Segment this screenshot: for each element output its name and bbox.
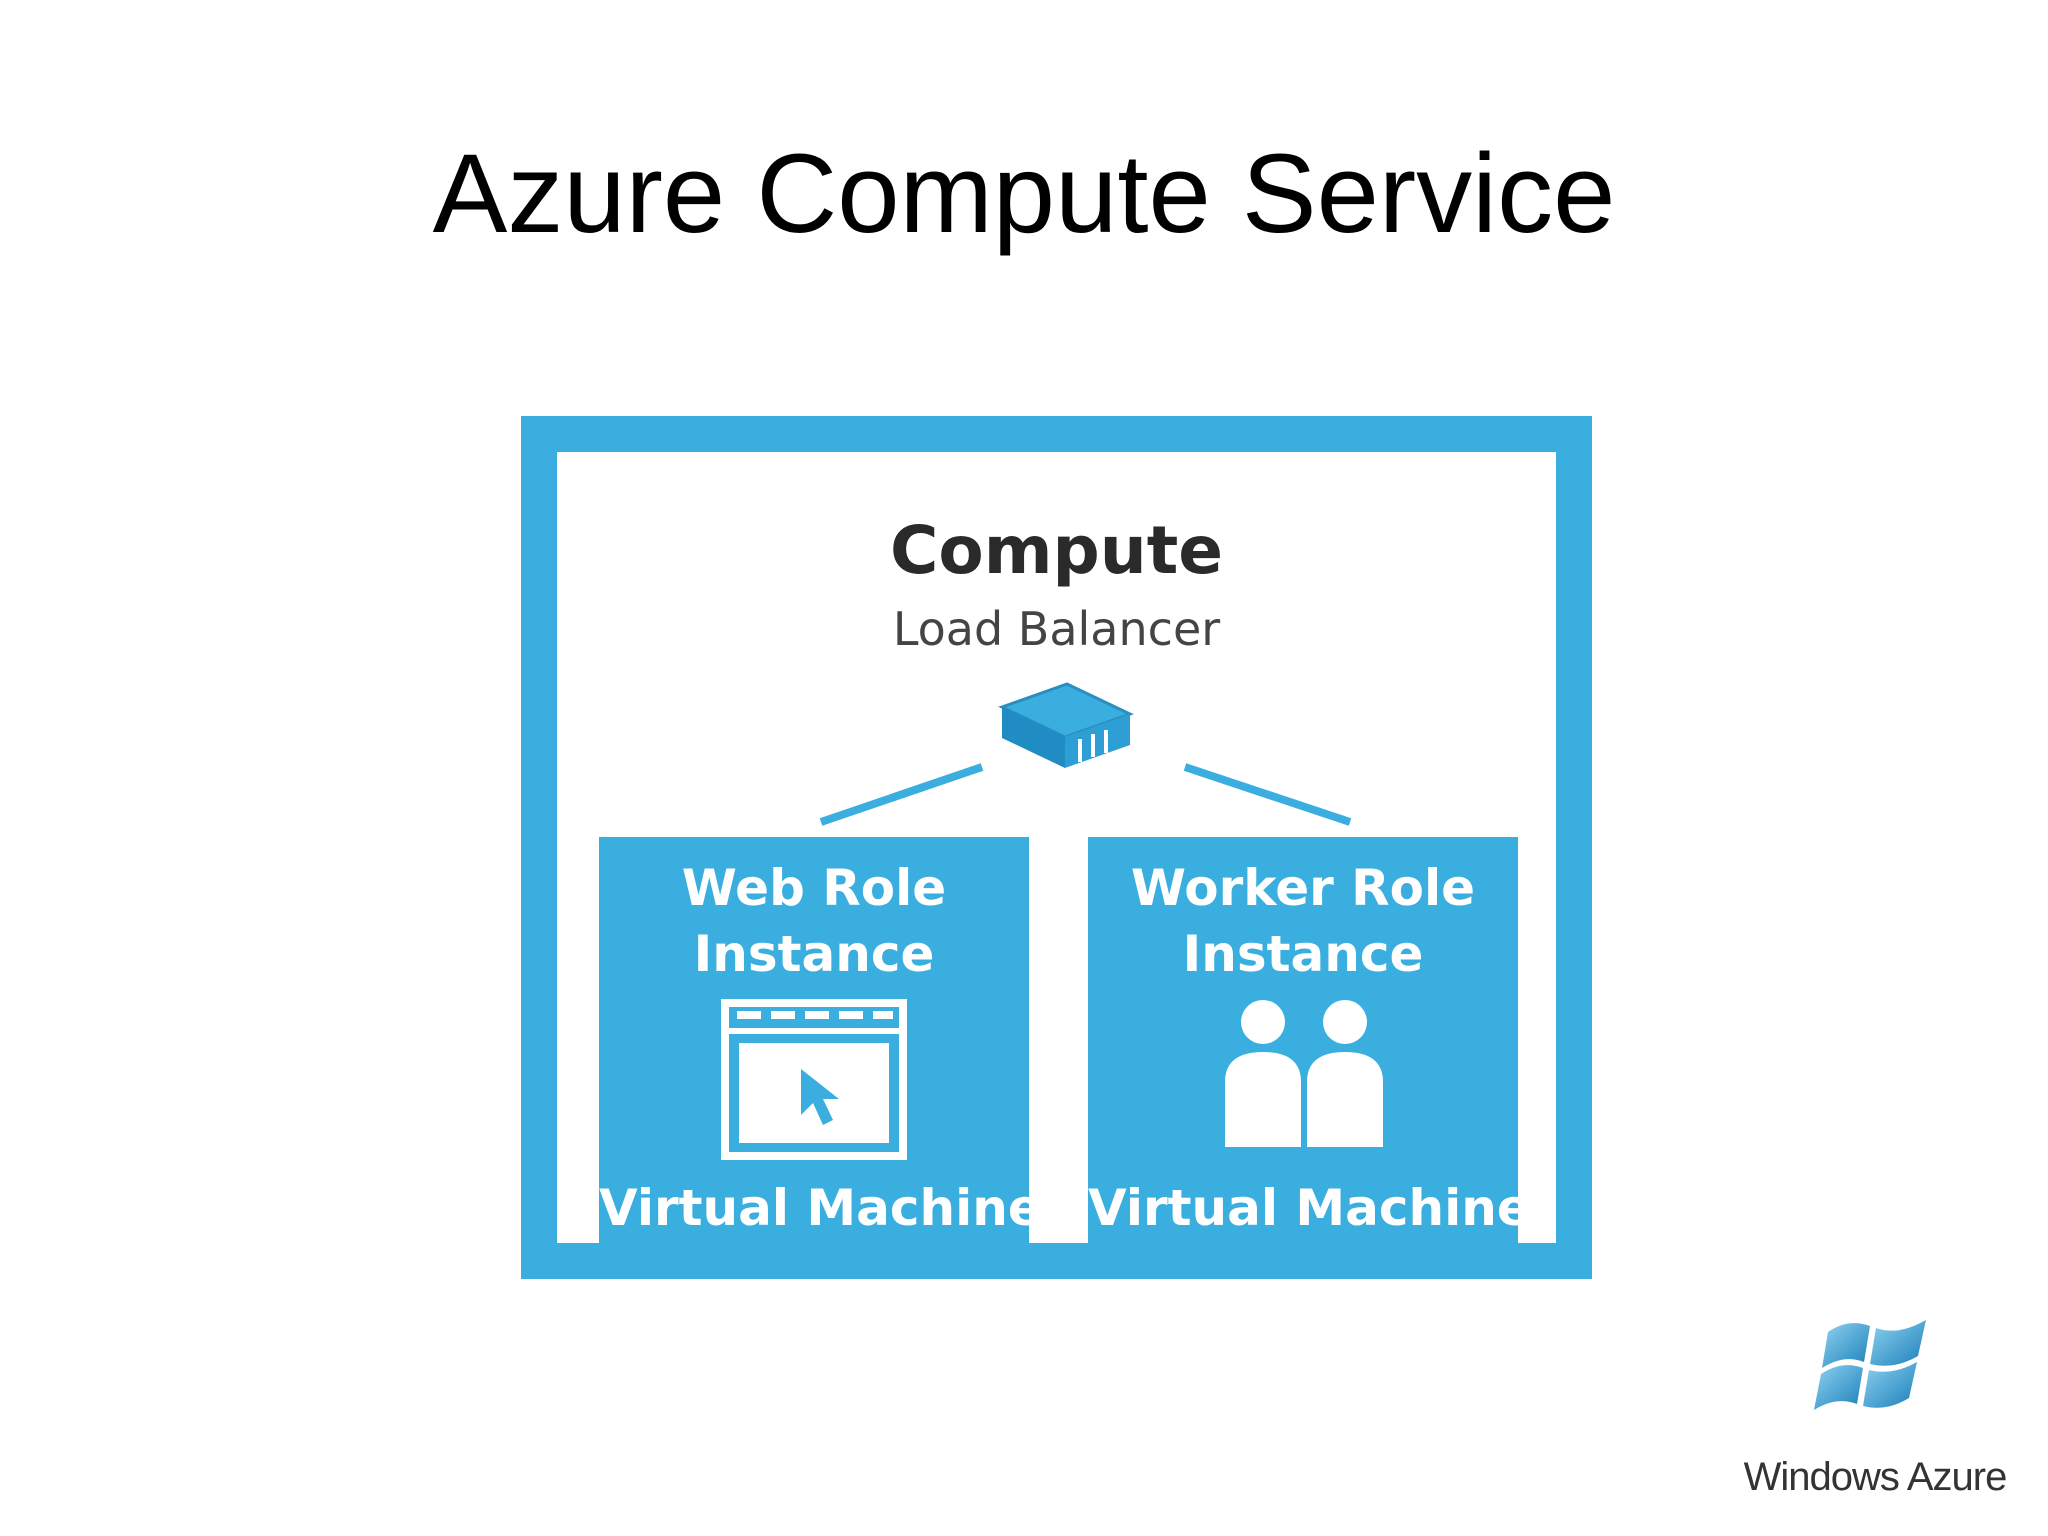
compute-title: Compute bbox=[889, 512, 1224, 589]
slide-title: Azure Compute Service bbox=[432, 131, 1616, 256]
windows-azure-logo: Windows Azure bbox=[1730, 1310, 2020, 1500]
connector-line-worker bbox=[1183, 763, 1352, 826]
compute-diagram: Compute Load Balancer Web Role Instance bbox=[521, 416, 1592, 1279]
users-icon bbox=[1225, 1000, 1383, 1147]
worker-role-title: Worker Role Instance bbox=[1130, 859, 1476, 983]
web-role-box: Web Role Instance Virtual Machine bbox=[599, 837, 1042, 1247]
connector-line-web bbox=[819, 763, 984, 826]
load-balancer-icon bbox=[998, 682, 1134, 768]
load-balancer-label: Load Balancer bbox=[892, 602, 1221, 656]
worker-role-box: Worker Role Instance Virtual Machine bbox=[1088, 837, 1531, 1247]
web-role-vm-label: Virtual Machine bbox=[599, 1179, 1042, 1237]
windows-flag-icon bbox=[1814, 1320, 1926, 1410]
load-balancer-connectors bbox=[819, 682, 1352, 826]
web-role-title: Web Role Instance bbox=[681, 859, 947, 983]
windows-azure-text: Windows Azure bbox=[1743, 1455, 2008, 1499]
worker-role-vm-label: Virtual Machine bbox=[1088, 1179, 1531, 1237]
browser-window-icon bbox=[721, 999, 907, 1160]
compute-container: Compute Load Balancer Web Role Instance bbox=[557, 452, 1556, 1247]
